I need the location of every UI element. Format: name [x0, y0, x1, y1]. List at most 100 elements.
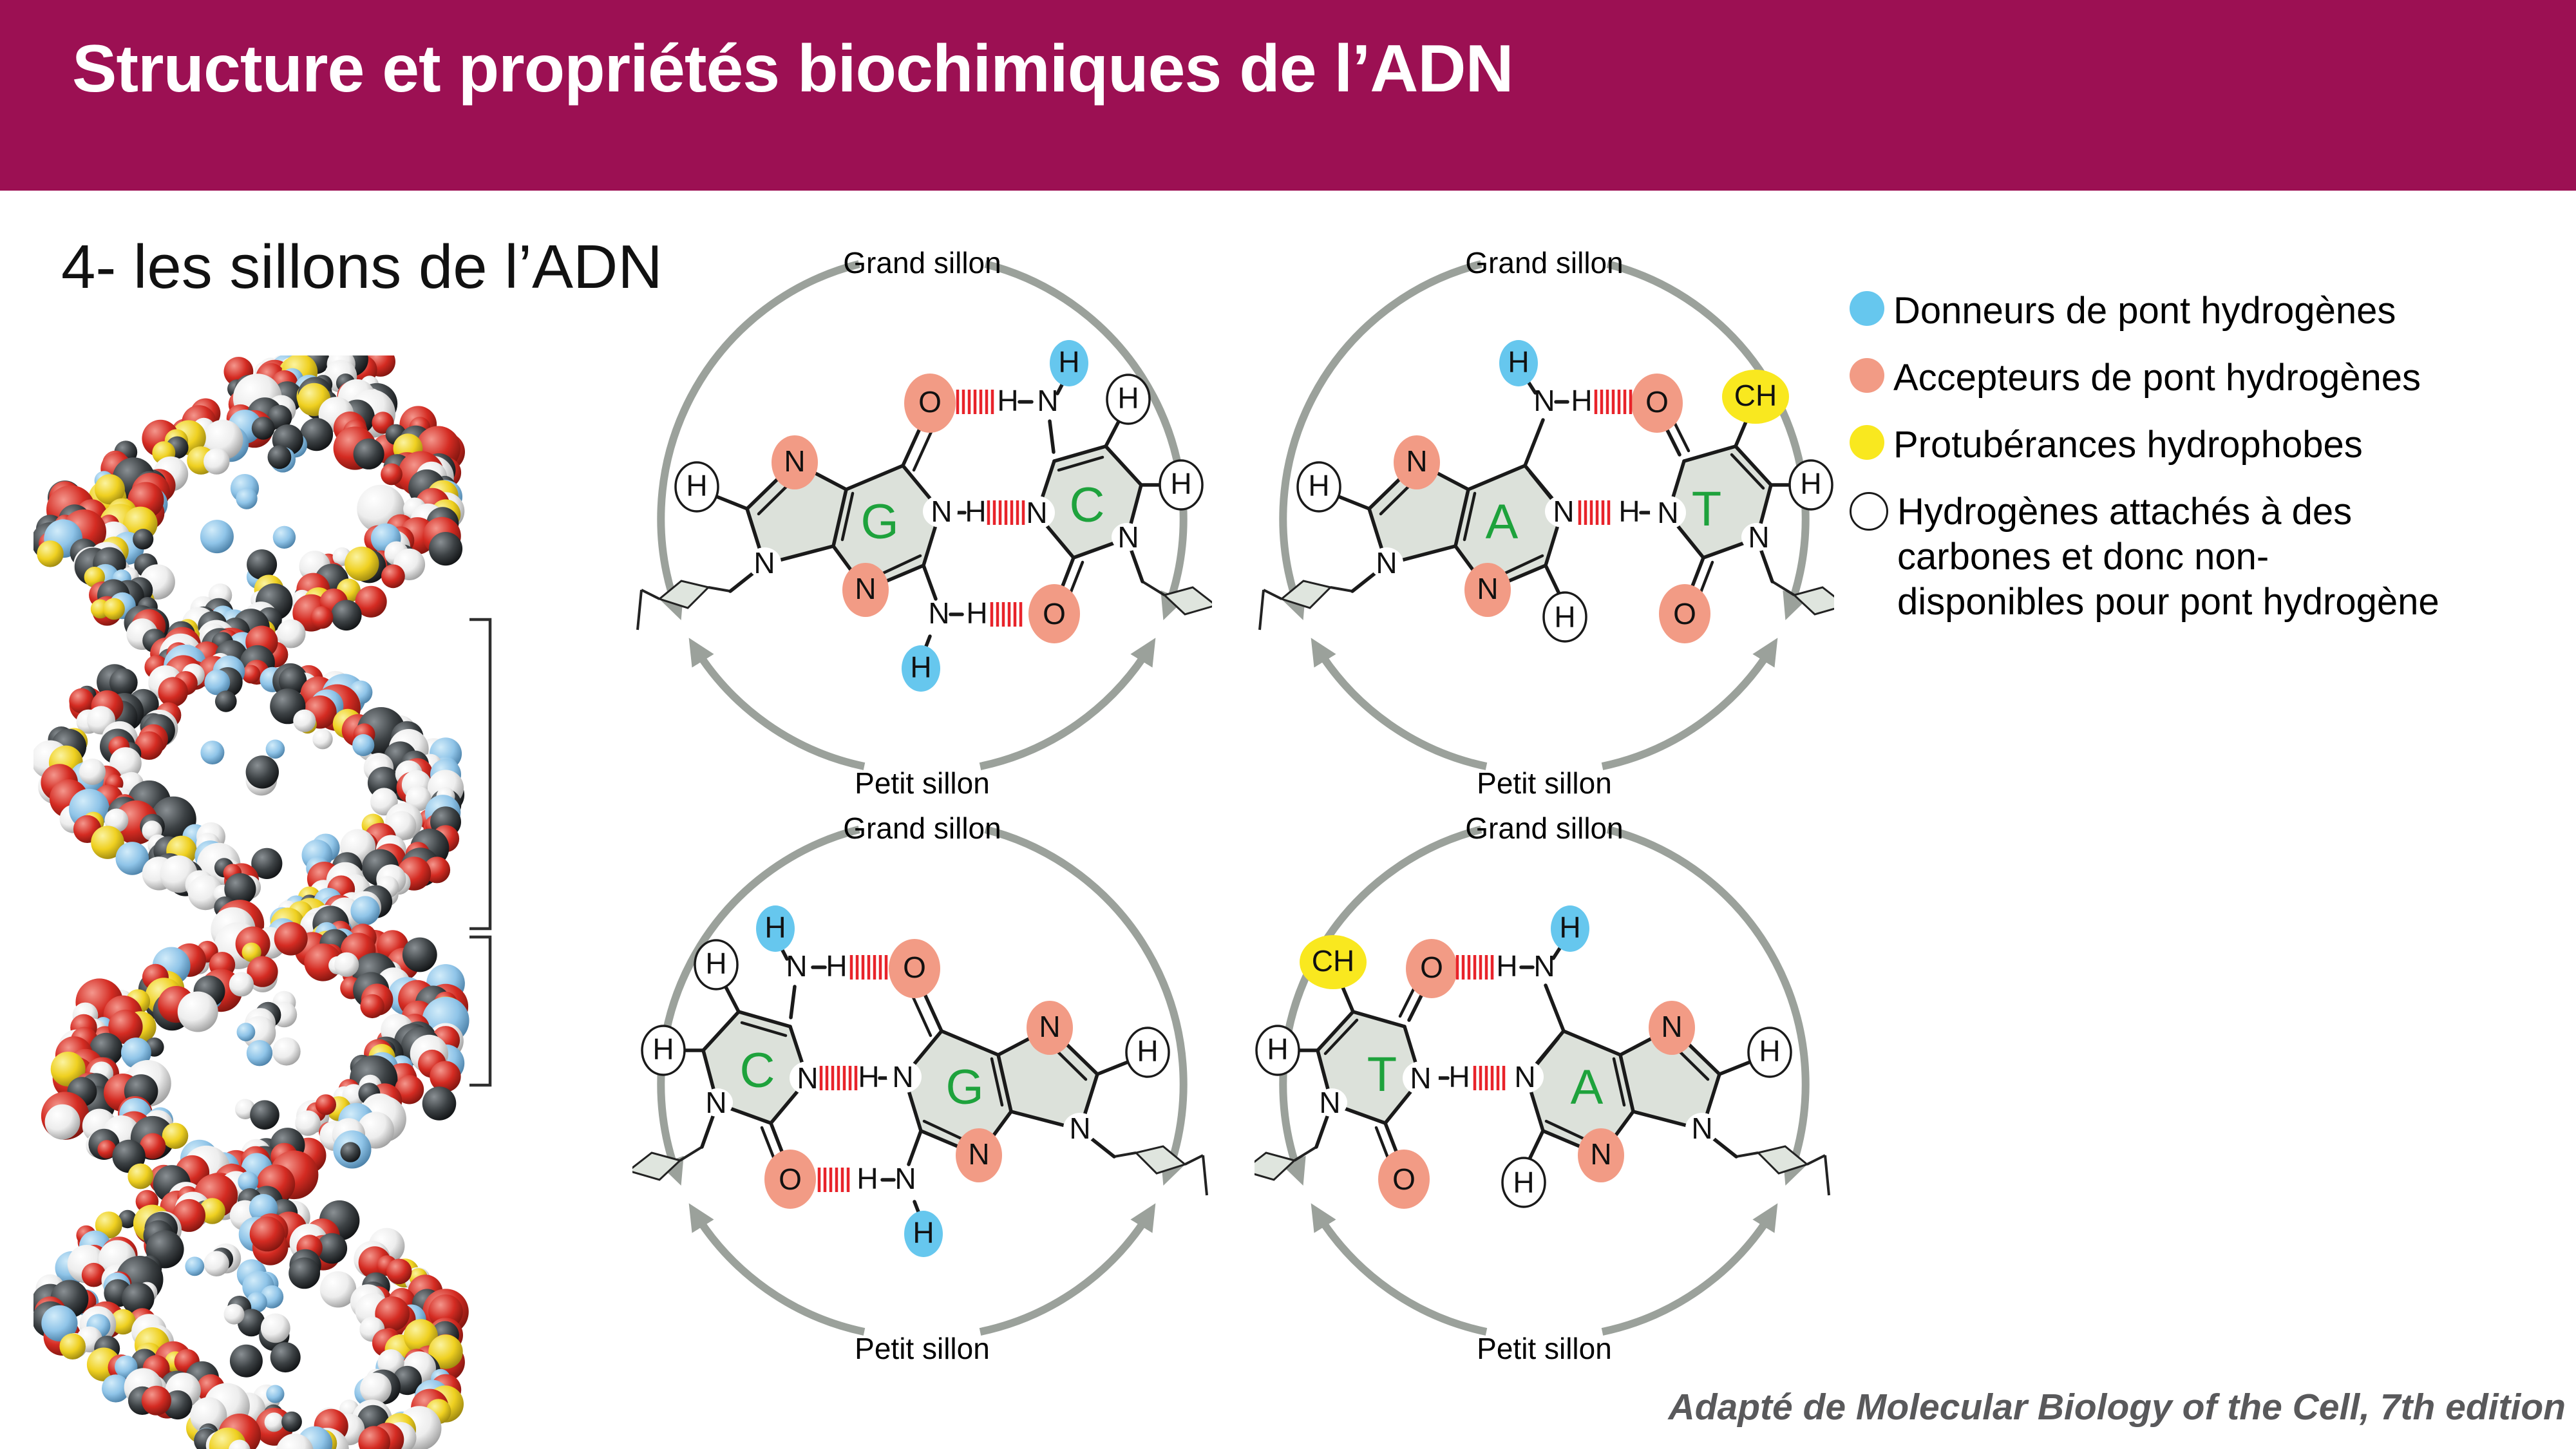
groove-arc-arrow-icon — [1311, 1203, 1488, 1336]
atom-cutout — [887, 1061, 922, 1093]
bond — [1048, 419, 1056, 454]
bond — [1544, 564, 1563, 600]
backbone-line — [1293, 1146, 1318, 1162]
atom-cutout — [1545, 495, 1580, 527]
bond — [844, 464, 905, 491]
atom-label: N — [1533, 384, 1555, 417]
atom-label: H — [1117, 381, 1139, 415]
bond — [1523, 418, 1545, 468]
atom-label: N — [1319, 1086, 1340, 1119]
acceptor-circle-icon — [1850, 358, 1884, 393]
salmon-highlight-icon — [1631, 374, 1683, 433]
base-letter: T — [1692, 482, 1721, 536]
atom-label: N — [1037, 384, 1058, 417]
nonpolar-hydrogen-circle-icon — [1106, 374, 1151, 425]
backbone-line — [1113, 1151, 1137, 1158]
hydrophobic-circle-icon — [1850, 425, 1884, 460]
groove-arc-arrow-icon — [657, 826, 860, 1186]
nonpolar-hydrogen-circle-icon — [694, 939, 739, 990]
atom-label: N — [1406, 444, 1427, 478]
hydrogen-bond-hatch-icon — [817, 1168, 850, 1192]
slide-title: Structure et propriétés biochimiques de … — [72, 32, 1514, 106]
atom-label: N — [1026, 496, 1047, 529]
nonpolar-hydrogen-circle-icon — [1788, 459, 1833, 511]
atom-cutout — [1019, 496, 1055, 529]
atom-label: H — [1513, 1166, 1534, 1199]
atom-label: H — [857, 1162, 878, 1195]
atom-label: O — [1043, 597, 1066, 630]
atom-cutout — [1650, 496, 1686, 529]
backbone-line — [1330, 586, 1353, 592]
atom-label: H — [705, 947, 726, 980]
atom-label: H — [1448, 1060, 1470, 1094]
legend-label-line: disponibles pour pont hydrogène — [1897, 581, 2439, 623]
atom-label: H — [913, 1216, 934, 1249]
atom-label: N — [855, 572, 876, 605]
atom-label: H — [1800, 467, 1821, 500]
donor-circle-icon — [1850, 291, 1884, 326]
bond — [907, 1129, 923, 1166]
groove-arc-arrow-icon — [979, 1203, 1156, 1336]
backbone-line — [708, 586, 731, 592]
salmon-highlight-icon — [904, 374, 956, 433]
bond — [831, 488, 848, 548]
nonpolar-hydrogen-circle-icon — [1501, 1157, 1546, 1208]
sugar-ribbon — [1240, 1151, 1296, 1181]
groove-arc-arrow-icon — [1279, 826, 1482, 1186]
section-heading: 4- les sillons de l’ADN — [61, 232, 663, 301]
atom-label: O — [1645, 385, 1669, 419]
backbone-line — [1771, 580, 1795, 596]
bond — [1104, 444, 1143, 487]
legend-label: Donneurs de pont hydrogènes — [1893, 290, 2396, 332]
salmon-highlight-icon — [842, 563, 889, 617]
groove-arc-arrow-icon — [1601, 638, 1778, 770]
atom-label: N — [968, 1137, 989, 1171]
groove-label-top: Grand sillon — [843, 811, 1001, 845]
atom-cutout — [1370, 547, 1403, 578]
legend-label: Protubérances hydrophobes — [1893, 424, 2363, 466]
salmon-highlight-icon — [956, 1128, 1002, 1182]
bond — [1466, 464, 1527, 491]
double-bond — [1730, 453, 1765, 490]
backbone-line — [1184, 1154, 1204, 1166]
bond — [1526, 1129, 1545, 1165]
blue-highlight-icon — [1050, 340, 1088, 386]
groove-arc-arrow-icon — [688, 638, 866, 770]
bond — [922, 564, 938, 601]
bond — [1734, 444, 1773, 487]
atom-label: H — [910, 650, 931, 684]
atom-label: N — [1117, 520, 1139, 554]
atom-cutout — [748, 547, 781, 578]
backbone-line — [1141, 580, 1166, 596]
atom-label: N — [1748, 520, 1769, 554]
salmon-highlight-icon — [889, 939, 940, 998]
groove-label-top: Grand sillon — [843, 246, 1001, 279]
groove-arc-arrow-icon — [1606, 260, 1810, 620]
atom-label: N — [1553, 495, 1574, 528]
atom-label: H — [1618, 495, 1640, 528]
atom-label: H — [1554, 600, 1575, 634]
atom-label: N — [786, 949, 807, 983]
atom-label: O — [903, 951, 926, 984]
groove-arrows — [1279, 260, 1810, 770]
helix-spheres — [31, 342, 469, 1449]
hydrogen-bond-hatch-icon — [849, 955, 888, 980]
backbone-line — [1202, 1155, 1208, 1196]
bond — [1682, 444, 1738, 463]
groove-arc-arrow-icon — [1279, 260, 1482, 620]
bond — [737, 1010, 792, 1028]
salmon-highlight-icon — [764, 1150, 816, 1209]
base-letter: G — [945, 1060, 983, 1115]
nonpolar-hydrogen-circle-icon — [1747, 1027, 1792, 1078]
atom-label: N — [1657, 496, 1678, 529]
atom-label: N — [1376, 546, 1397, 580]
groove-label-bottom: Petit sillon — [855, 1332, 990, 1365]
salmon-highlight-icon — [1578, 1128, 1624, 1182]
salmon-highlight-icon — [1378, 1150, 1430, 1209]
nonpolar-hydrogen-circle-icon — [1296, 461, 1341, 513]
hydrogen-bond-hatch-icon — [987, 500, 1025, 525]
